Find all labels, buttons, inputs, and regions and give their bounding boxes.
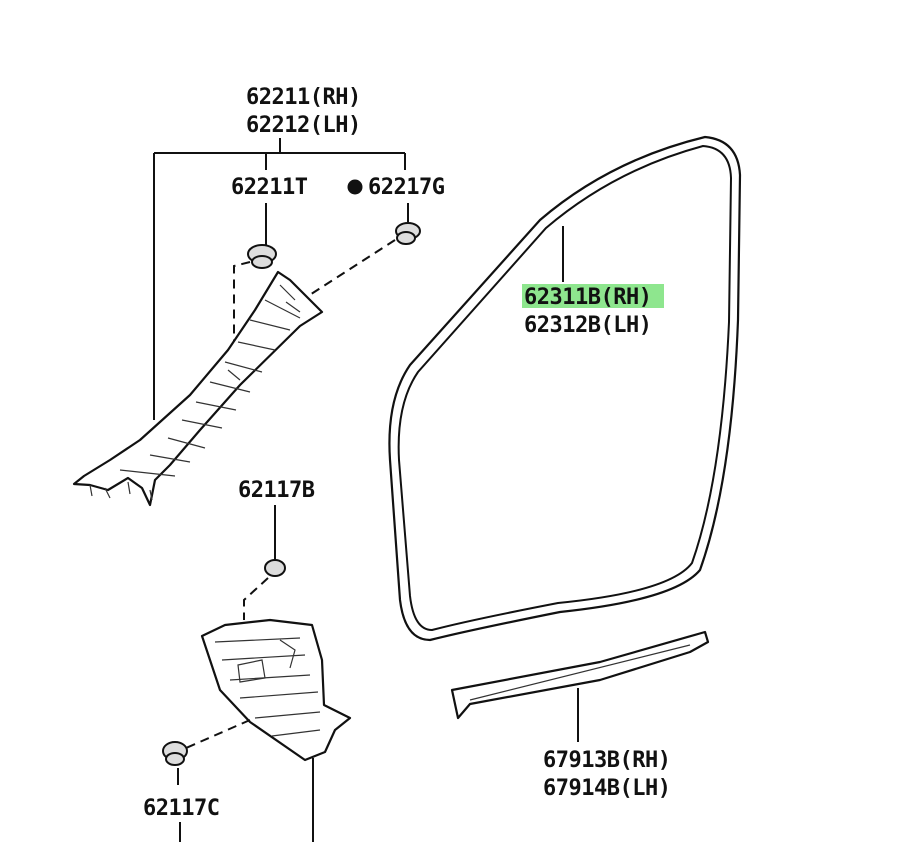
door-weatherstrip-part[interactable] — [388, 135, 742, 642]
filled-dot-icon — [347, 179, 363, 195]
clip-62117b-dashed-line — [243, 577, 269, 620]
pillar-bracket-lines — [153, 138, 406, 420]
highlight-62311b — [522, 284, 664, 308]
front-pillar-garnish-part[interactable] — [72, 270, 324, 507]
clip-62117c-icon[interactable] — [162, 741, 188, 766]
label-62117b[interactable]: 62117B — [238, 478, 315, 503]
label-62311b-rh[interactable]: 62311B(RH) — [524, 285, 652, 310]
clip-62217g-icon[interactable] — [395, 222, 421, 245]
label-62117c[interactable]: 62117C — [143, 796, 220, 821]
clip-62211t-icon[interactable] — [247, 244, 277, 269]
label-62211t[interactable]: 62211T — [231, 175, 308, 200]
label-62217g[interactable]: 62217G — [368, 175, 445, 200]
clip-62117b-icon[interactable] — [264, 559, 286, 577]
clip-62117c-dashed-line — [185, 719, 251, 749]
pillar-dashed-lines — [233, 239, 396, 360]
label-62212-lh[interactable]: 62212(LH) — [246, 113, 361, 138]
cowl-side-trim-part[interactable] — [200, 618, 352, 762]
label-67913b-rh[interactable]: 67913B(RH) — [543, 748, 671, 773]
label-62312b-lh[interactable]: 62312B(LH) — [524, 313, 652, 338]
label-67914b-lh[interactable]: 67914B(LH) — [543, 776, 671, 801]
door-scuff-plate-part[interactable] — [450, 630, 710, 720]
label-62211-rh[interactable]: 62211(RH) — [246, 85, 361, 110]
